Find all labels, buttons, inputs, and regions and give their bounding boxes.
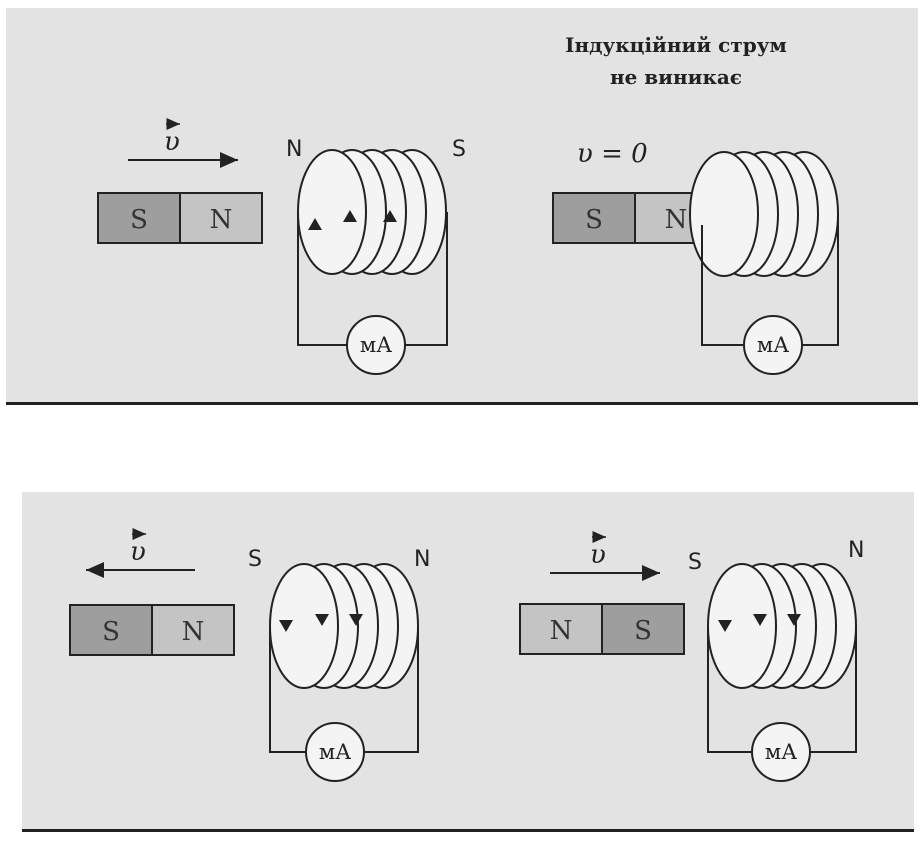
magnet-left-half xyxy=(69,604,153,656)
magnet-pole-left: S xyxy=(130,205,148,235)
magnet-left-half xyxy=(97,192,181,244)
current-arrow xyxy=(718,620,732,632)
velocity-label: υ xyxy=(590,540,606,570)
wire xyxy=(701,225,744,346)
magnet-pole-right: N xyxy=(210,205,233,235)
scene-3: υ S N S N мА xyxy=(69,528,430,782)
velocity-label: υ xyxy=(164,127,180,157)
magnet-right-half xyxy=(601,603,685,655)
meter-label: мА xyxy=(319,740,351,764)
magnet-pole-right: N xyxy=(182,617,205,647)
wire xyxy=(707,626,752,753)
magnet-left-half xyxy=(519,603,603,655)
meter-label: мА xyxy=(757,333,789,357)
scene-2: Індукційний струм не виникає υ = 0 S N м… xyxy=(552,33,839,375)
current-arrow xyxy=(308,218,322,230)
note-line-2: не виникає xyxy=(610,65,742,89)
coil-pole-left: S xyxy=(248,547,262,572)
current-arrow xyxy=(349,614,363,626)
coil-pole-right: N xyxy=(848,538,864,563)
magnet-pole-left: S xyxy=(585,205,603,235)
coil-pole-right: S xyxy=(452,137,466,162)
coil-turn xyxy=(707,563,777,689)
coil-pole-right: N xyxy=(414,547,430,572)
magnet-pole-left: N xyxy=(550,616,573,646)
magnet-pole-right: N xyxy=(665,205,688,235)
magnet-right-half xyxy=(179,192,263,244)
velocity-label: υ xyxy=(130,537,146,567)
wire xyxy=(269,626,306,753)
wire xyxy=(405,212,448,346)
milliammeter xyxy=(346,315,406,375)
coil-pole-left: S xyxy=(688,550,702,575)
current-arrow xyxy=(315,614,329,626)
milliammeter xyxy=(743,315,803,375)
scene-4: υ N S S N мА xyxy=(519,531,864,782)
wire xyxy=(802,214,839,346)
note-line-1: Індукційний струм xyxy=(565,33,787,57)
zero-velocity-label: υ = 0 xyxy=(577,139,648,169)
meter-label: мА xyxy=(360,333,392,357)
magnet-right-half xyxy=(151,604,235,656)
current-arrow xyxy=(343,210,357,222)
current-arrow xyxy=(753,614,767,626)
wire xyxy=(297,212,347,346)
wire xyxy=(364,626,419,753)
magnet-pole-right: S xyxy=(634,616,652,646)
milliammeter xyxy=(305,722,365,782)
current-arrow xyxy=(279,620,293,632)
milliammeter xyxy=(751,722,811,782)
meter-label: мА xyxy=(765,740,797,764)
wire xyxy=(810,626,857,753)
coil-turn xyxy=(297,149,367,275)
magnet-pole-left: S xyxy=(102,617,120,647)
coil-pole-left: N xyxy=(286,137,302,162)
coil-turn xyxy=(269,563,339,689)
scene-1: υ S N N S мА xyxy=(97,118,466,375)
current-arrow xyxy=(383,210,397,222)
coil-turn xyxy=(689,151,759,277)
current-arrow xyxy=(787,614,801,626)
